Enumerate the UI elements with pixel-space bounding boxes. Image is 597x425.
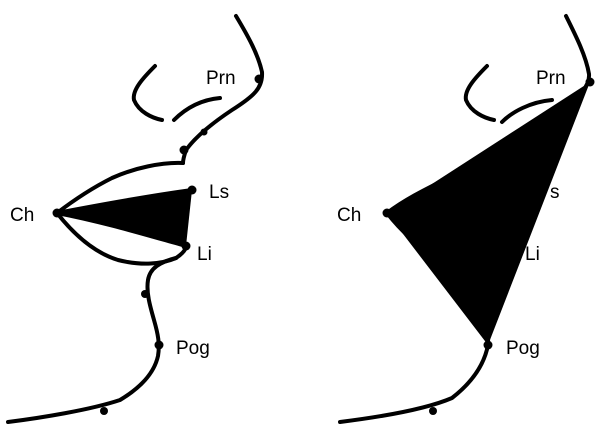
left-panel: Prn Ls Ch Li Pog	[8, 16, 264, 422]
left-label-li: Li	[197, 244, 212, 265]
right-panel: Prn s Ch Li Pog	[337, 16, 595, 422]
right-label-li: Li	[525, 244, 540, 265]
right-label-prn: Prn	[536, 68, 566, 89]
left-nostril-lower	[174, 98, 220, 120]
right-label-ls: s	[550, 182, 560, 203]
right-menton-dot	[429, 407, 437, 415]
left-label-prn: Prn	[206, 68, 236, 89]
left-label-pog: Pog	[176, 338, 210, 359]
right-face-triangle	[387, 82, 590, 345]
left-label-ch: Ch	[10, 205, 34, 226]
right-label-ch: Ch	[337, 205, 361, 226]
right-label-pog: Pog	[506, 338, 540, 359]
left-profile-upper	[183, 16, 262, 163]
left-ls-dot	[188, 186, 197, 195]
left-label-ls: Ls	[209, 182, 229, 203]
left-li-dot	[182, 242, 191, 251]
left-menton-dot	[100, 407, 108, 415]
left-nostril	[134, 66, 162, 120]
right-ch-dot	[383, 209, 392, 218]
left-prn-dot	[255, 75, 264, 84]
left-pog-dot	[155, 341, 164, 350]
left-profile-chin	[8, 258, 176, 422]
right-pog-dot	[484, 341, 493, 350]
left-sublabial-dot	[141, 290, 149, 298]
right-nostril	[466, 66, 494, 120]
left-ch-dot	[53, 209, 62, 218]
left-subnasale-dot	[180, 146, 189, 155]
right-prn-dot	[586, 78, 595, 87]
left-upper-profile-dot	[201, 129, 208, 136]
